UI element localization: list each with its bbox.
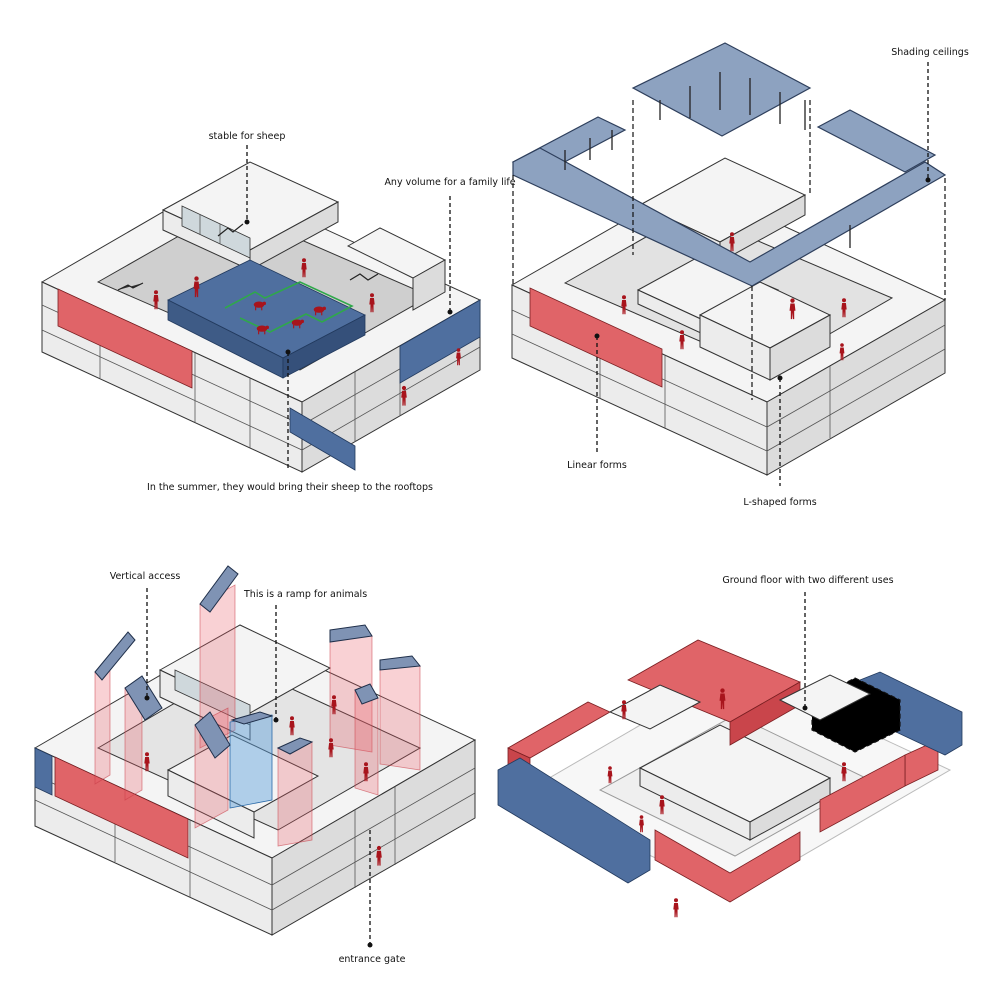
vertical-access-volumes bbox=[94, 584, 421, 847]
blue-volume-strip-right bbox=[399, 299, 481, 384]
label-entrance-gate: entrance gate bbox=[339, 954, 406, 965]
panel-bottom-left: Vertical access This is a ramp for anima… bbox=[33, 565, 477, 965]
blue-volume-left bbox=[497, 757, 651, 884]
blue-volume-strip bbox=[289, 407, 356, 471]
shading-ceiling-frame bbox=[511, 42, 947, 287]
ramp-volume-blue bbox=[229, 714, 273, 809]
label-ground-floor-two-uses: Ground floor with two different uses bbox=[722, 575, 893, 586]
panel-top-right: Shading ceilings Linear forms L-shaped f… bbox=[510, 42, 969, 508]
panel-bottom-right: Ground floor with two different uses bbox=[497, 575, 963, 918]
label-l-shaped-forms: L-shaped forms bbox=[743, 497, 816, 508]
label-shading-ceilings: Shading ceilings bbox=[891, 47, 969, 58]
red-volume-strip bbox=[54, 756, 189, 859]
label-family-life: Any volume for a family life bbox=[384, 177, 515, 188]
panel-top-left: stable for sheep Any volume for a family… bbox=[40, 131, 516, 493]
stair-cap bbox=[94, 631, 136, 681]
label-ramp-for-animals: This is a ramp for animals bbox=[243, 589, 367, 600]
label-stable-for-sheep: stable for sheep bbox=[209, 131, 286, 142]
red-volume-strip bbox=[57, 288, 193, 389]
label-linear-forms: Linear forms bbox=[567, 460, 627, 471]
shading-ceiling-slab bbox=[512, 147, 947, 287]
label-vertical-access: Vertical access bbox=[110, 571, 181, 582]
red-l-volume-bottom bbox=[654, 829, 801, 903]
rooftop-ramp-outline bbox=[224, 281, 354, 333]
label-summer-rooftops: In the summer, they would bring their sh… bbox=[147, 482, 433, 493]
